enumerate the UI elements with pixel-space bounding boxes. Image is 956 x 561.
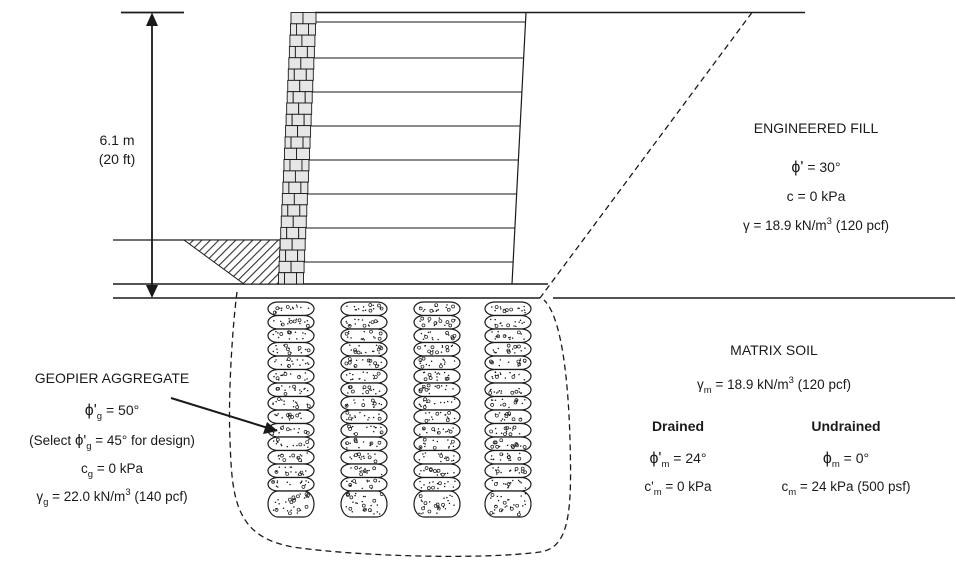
geopier-column [340,301,388,518]
wall-block [287,204,301,217]
matrix-soil-title: MATRIX SOIL [730,342,818,358]
wall-block [284,136,292,149]
wall-block [297,125,312,138]
wall-block [306,45,315,59]
wall-block [290,23,297,36]
wall-block [303,113,312,127]
wall-block [299,79,314,93]
wall-block [282,181,290,194]
wall-block [288,57,302,70]
wall-block [283,159,291,172]
wall-block [293,68,307,81]
wall-block [296,272,304,285]
wall-block [296,23,309,36]
wall-block [290,260,305,274]
wall-block [293,193,308,206]
geopier-friction-angle: ϕ'g = 50° [85,402,139,422]
wall-block [298,226,307,240]
wall-block [280,226,288,240]
wall-block [294,45,308,59]
wall-block [294,170,309,183]
drained-friction-angle: ϕ'm = 24° [649,450,706,470]
matrix-soil-unit-weight: γm = 18.9 kN/m3 (120 pcf) [697,375,851,396]
wall-block [280,215,294,228]
wall-block [296,147,310,161]
toe-embedment-fill [182,239,281,285]
wall-block [278,272,285,285]
wall-block [288,45,296,59]
geopier-column [267,301,315,518]
geopier-column [484,301,532,518]
wall-block [287,68,295,81]
undrained-cohesion: cm = 24 kPa (500 psf) [781,479,910,498]
failure-surface-upper [539,12,753,299]
geopier-aggregate-title: GEOPIER AGGREGATE [35,370,190,386]
modular-block-wall [278,12,317,285]
wall-block [298,102,313,115]
wall-block [285,113,293,127]
wall-block [286,91,294,104]
wall-block [289,159,303,172]
wall-block [288,181,302,194]
wall-block [281,204,289,217]
wall-block [289,34,303,47]
wall-block [279,249,287,262]
wall-block [286,102,300,115]
wall-block [286,226,300,240]
wall-block [302,136,311,149]
geopier-design-note: (Select ϕ'g = 45° for design) [29,432,195,452]
wall-block [302,12,317,25]
wall-block [285,125,299,138]
wall-block [284,272,297,285]
engineered-fill-cohesion: c = 0 kPa [787,188,846,204]
height-dimension-arrow [146,12,158,298]
wall-block [299,204,308,217]
undrained-heading: Undrained [811,418,880,434]
wall-block [290,12,304,25]
wall-block [300,181,309,194]
reinforced-zone-boundary [511,12,527,285]
wall-block [301,159,310,172]
wall-block [282,170,296,183]
geopier-column [413,301,461,518]
geopier-pointer-arrow [170,397,278,434]
geopier-columns [267,301,532,518]
wall-block [301,34,316,47]
wall-block [284,147,297,161]
wall-block [291,113,305,127]
wall-block [292,215,307,228]
wall-block [279,238,293,251]
wall-block [281,193,295,206]
wall-block [305,68,314,81]
undrained-friction-angle: ϕm = 0° [823,450,869,470]
wall-block [278,260,292,274]
geopier-cohesion: cg = 0 kPa [81,461,143,480]
wall-block [304,91,313,104]
wall-block [292,91,306,104]
engineered-fill-unit-weight: γ = 18.9 kN/m3 (120 pcf) [743,216,889,233]
height-label-imperial: (20 ft) [99,151,136,167]
geogrid-layers [294,21,526,263]
engineered-fill-title: ENGINEERED FILL [754,120,879,136]
drained-cohesion: c'm = 0 kPa [644,479,712,498]
wall-block [285,249,299,262]
wall-block [308,23,316,36]
drained-heading: Drained [652,418,704,434]
wall-block [300,57,315,70]
wall-block [291,238,306,251]
geopier-unit-weight: γg = 22.0 kN/m3 (140 pcf) [36,487,187,508]
height-label-metric: 6.1 m [99,132,134,148]
wall-block [297,249,306,262]
engineered-fill-friction-angle: ϕ' = 30° [791,159,840,176]
wall-block [290,136,304,149]
wall-block [287,79,301,93]
